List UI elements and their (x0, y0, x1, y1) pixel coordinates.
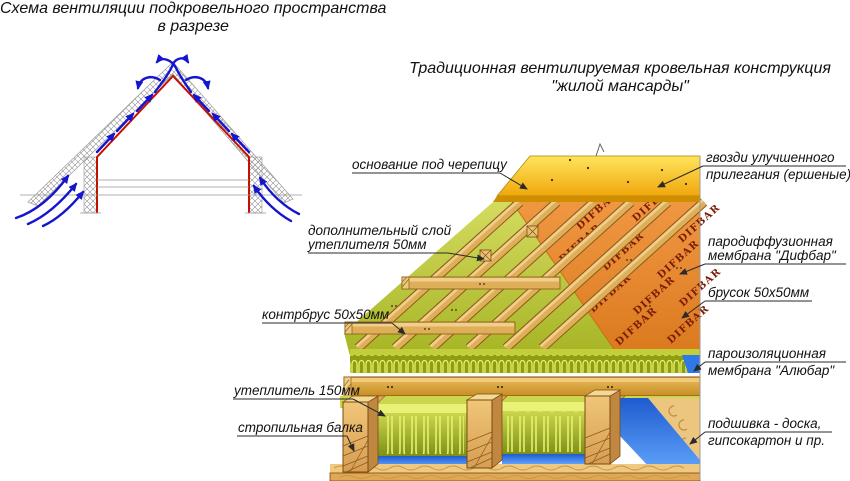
rafter-post (341, 395, 380, 473)
insulation-panel (502, 402, 585, 454)
leader-base-under-tile (499, 172, 528, 190)
leader-lines (233, 165, 846, 452)
leader-diffusion-membrane (679, 263, 706, 275)
left-title-line1: Схема вентиляции подкровельного простран… (0, 0, 387, 17)
label-nails-line2: прилегания (ершеные) (706, 167, 850, 182)
vapor-barrier-strip (502, 454, 585, 464)
label-lining-line2: гипсокартон и пр. (708, 433, 825, 448)
leader-vapor-barrier (693, 361, 706, 372)
counter-batten (538, 198, 708, 352)
left-title-line2: в разрезе (157, 18, 229, 35)
vapor-barrier-strip (378, 456, 467, 466)
right-title-line1: Традиционная вентилируемая кровельная ко… (409, 60, 831, 77)
left-title: Схема вентиляции подкровельного простран… (0, 0, 386, 36)
batten-cut-block (479, 249, 492, 262)
label-nails-line1: гвозди улучшенного (706, 150, 835, 165)
ventilation-scheme-diagram (14, 53, 302, 228)
thermal-envelope-line (96, 74, 250, 213)
leader-counter-batten (391, 322, 406, 335)
label-additional-insulation-line2: утеплителя 50мм (308, 237, 427, 252)
horizontal-lath (344, 321, 516, 335)
nail-dots (550, 158, 688, 186)
insulation-panel (378, 404, 467, 456)
leader-rafter-beam (346, 435, 355, 452)
leader-lining (689, 431, 706, 445)
label-insulation-150: утеплитель 150мм (234, 383, 360, 398)
label-counter-batten: контрбрус 50x50мм (262, 307, 390, 322)
leader-insulation-150 (352, 398, 386, 417)
break-mark (595, 142, 605, 157)
right-title: Традиционная вентилируемая кровельная ко… (390, 60, 850, 96)
label-base-under-tile: основание под черепицу (352, 157, 507, 172)
tile-base-layer (493, 142, 701, 202)
label-additional-insulation: дополнительный слой утеплителя 50мм (308, 224, 451, 252)
rafter-post (583, 389, 622, 465)
leader-bar (681, 300, 706, 319)
leader-nails (657, 165, 704, 188)
label-diffusion-membrane-line1: пародиффузионная (708, 234, 833, 249)
right-title-line2: "жилой мансарды" (551, 78, 689, 95)
airflow-arrows (14, 53, 301, 228)
batten-cut-block (526, 225, 539, 238)
vapor-barrier-band-right (620, 398, 700, 470)
lining-board-layer (329, 464, 701, 481)
leader-additional-insulation (447, 252, 485, 262)
label-lining-line1: подшивка - доска, (708, 416, 822, 431)
counter-batten (502, 198, 672, 352)
rafter-post (465, 393, 504, 469)
label-rafter-beam: стропильная балка (238, 420, 363, 435)
label-additional-insulation-line1: дополнительный слой (308, 223, 452, 238)
label-bar: брусок 50x50мм (708, 285, 810, 300)
label-vapor-barrier-line2: мембрана "Алюбар" (708, 363, 835, 378)
label-diffusion-membrane-line2: мембрана "Дифбар" (708, 248, 836, 263)
right-knee-wall-hatch (248, 156, 263, 214)
horizontal-lath (401, 276, 561, 290)
left-knee-wall-hatch (83, 156, 98, 214)
roof-construction-diagram: DIFBAR DIFBAR DIFBAR DIFBAR DIFBAR DIFBA… (329, 142, 724, 481)
support-beam (343, 376, 701, 397)
wool-strip-top (350, 349, 700, 355)
label-vapor-barrier-line1: пароизоляционная (708, 346, 826, 361)
mineral-wool-strip (350, 355, 700, 373)
label-diffusion-membrane: пародиффузионная мембрана "Дифбар" (708, 235, 836, 263)
